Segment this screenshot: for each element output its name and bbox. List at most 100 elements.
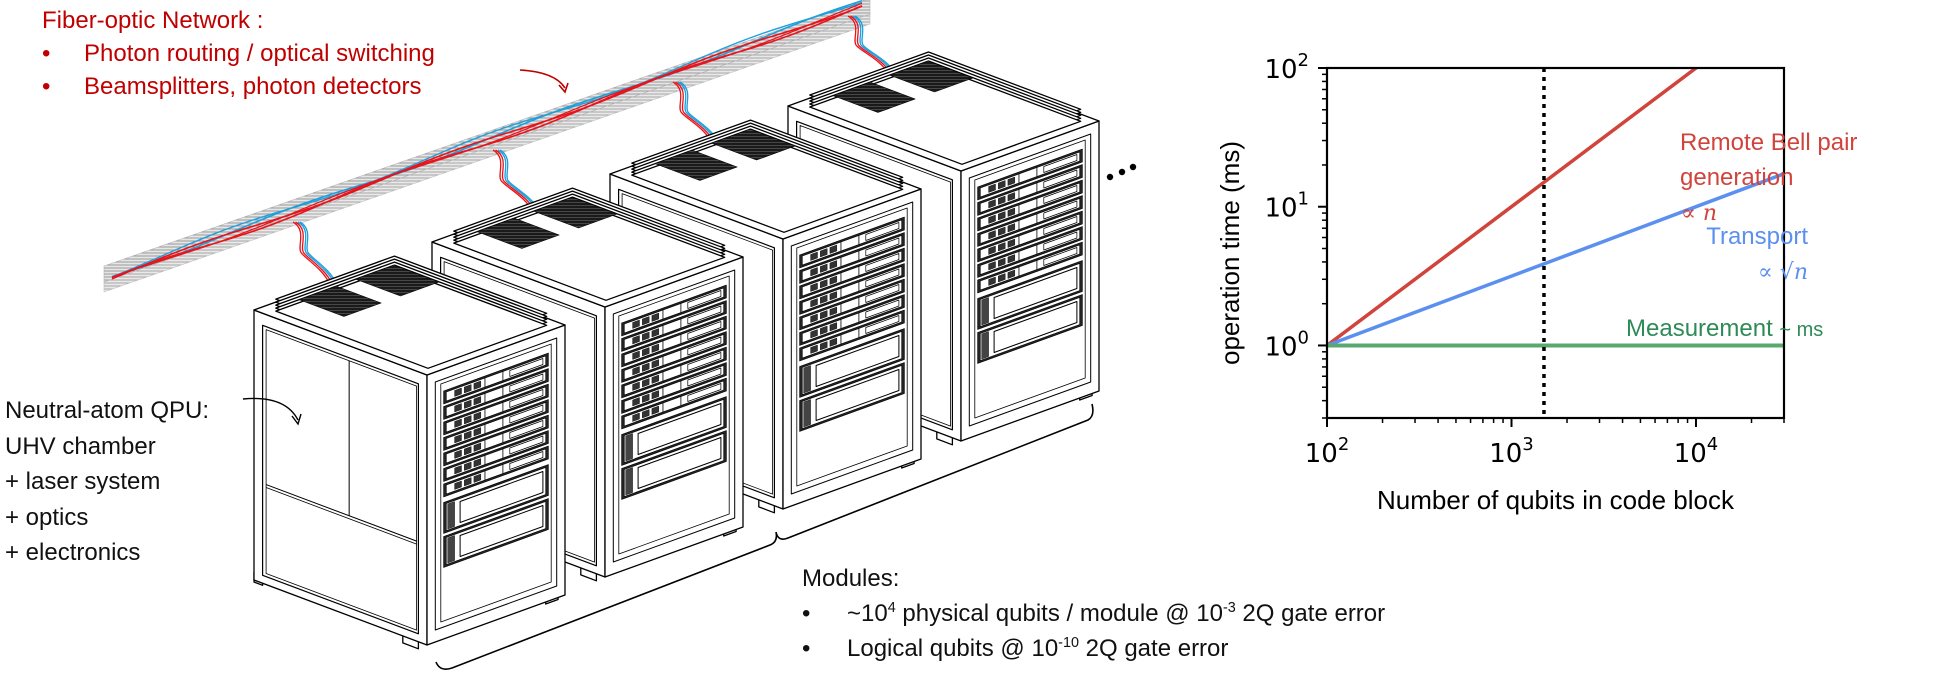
fiber-strand	[675, 81, 715, 143]
drive-bay	[820, 310, 828, 320]
drive-bay	[473, 442, 481, 452]
bullet-dot: •	[802, 635, 811, 662]
continuation-dot	[1118, 168, 1126, 176]
drive-bay	[998, 242, 1006, 252]
drive-bay	[829, 337, 837, 347]
unit-label-window	[865, 253, 900, 272]
modules-title: Modules:	[802, 565, 900, 592]
rack-front-inner	[618, 275, 730, 555]
unit-label-window	[509, 373, 544, 393]
unit-label-window	[687, 321, 722, 340]
drive-bay	[829, 260, 837, 270]
drive-bay	[632, 381, 640, 391]
bullet-dot: •	[42, 73, 51, 100]
rack-front-frame	[968, 133, 1092, 427]
fiber-strand	[672, 81, 712, 143]
drive-bay	[632, 366, 640, 376]
drive-bay	[1007, 176, 1015, 186]
drawer-vent-strip	[447, 501, 455, 530]
fiber-strand	[295, 221, 333, 284]
fiber-bullet-text: Beamsplitters, photon detectors	[84, 73, 422, 100]
drive-bay	[642, 331, 650, 341]
drive-bay	[454, 480, 462, 490]
drawer-vent-strip	[803, 365, 811, 394]
rack-top-vent	[654, 149, 738, 181]
drive-bay	[829, 275, 837, 285]
fiber-strand	[497, 149, 538, 212]
drawer-window	[815, 335, 900, 387]
annotation-transport-label: Transport	[1706, 223, 1808, 250]
rack-top-vent	[298, 285, 382, 317]
continuation-dot	[1129, 163, 1137, 171]
fiber-strand	[111, 5, 863, 280]
drive-bay	[1007, 223, 1015, 233]
qpu-note-arrowhead	[291, 413, 302, 426]
drive-bay	[473, 473, 481, 483]
drive-bay	[988, 276, 996, 286]
drive-bay	[998, 257, 1006, 267]
unit-label-window	[687, 305, 722, 325]
series-line-transport	[1327, 172, 1784, 348]
drive-bay	[988, 230, 996, 240]
drive-bay	[1007, 192, 1015, 202]
unit-label-window	[509, 451, 544, 470]
fiber-bullet-text: Photon routing / optical switching	[84, 40, 435, 67]
fiber-strand	[492, 149, 533, 212]
rack-top-vent	[832, 81, 916, 113]
bullet-dot: •	[802, 600, 811, 627]
drive-bay	[988, 245, 996, 255]
drive-bay	[651, 390, 659, 400]
modules-bullet: • Logical qubits @ 10-10 2Q gate error	[802, 635, 1385, 662]
drive-bay	[454, 465, 462, 475]
x-tick-label: 102	[1305, 434, 1350, 469]
fiber-strand	[111, 2, 863, 278]
fiber-strand	[495, 149, 536, 212]
unit-label-window	[865, 315, 900, 334]
drive-bay	[810, 298, 818, 308]
fiber-strand	[499, 149, 540, 212]
drive-bay	[464, 446, 472, 456]
unit-label-window	[509, 389, 544, 408]
fiber-strand	[111, 1, 863, 278]
unit-label-window	[687, 290, 722, 309]
rack-top-vent	[533, 196, 618, 229]
rack-front-frame	[434, 337, 558, 631]
drive-bay	[988, 214, 996, 224]
y-tick-label: 101	[1264, 189, 1309, 224]
qpu-line: + optics	[5, 503, 89, 531]
modules-brace	[435, 403, 1094, 670]
drive-bay	[810, 251, 818, 261]
drive-bay	[632, 319, 640, 329]
drawer-window	[993, 301, 1078, 353]
unit-label-window	[1043, 247, 1078, 266]
drive-bay	[632, 397, 640, 407]
rack-front-inner	[974, 139, 1086, 419]
fiber-note-arrowhead	[558, 82, 569, 94]
fiber-note-arrow	[519, 69, 566, 89]
drive-bay	[810, 329, 818, 339]
drive-bay	[651, 343, 659, 353]
annotation-bell-pair-scaling: ∝ n	[1681, 201, 1717, 226]
drawer-window	[459, 505, 544, 557]
drive-bay	[473, 396, 481, 406]
fiber-strand	[854, 15, 896, 75]
y-axis-label: operation time (ms)	[1215, 141, 1245, 365]
fiber-bullet: • Photon routing / optical switching	[42, 42, 435, 66]
unit-label-window	[865, 299, 900, 319]
drive-bay	[1007, 238, 1015, 248]
drive-bay	[820, 294, 828, 304]
unit-label-window	[1043, 185, 1078, 204]
qpu-line: + electronics	[5, 539, 141, 566]
qpu-panel-divider	[265, 484, 417, 542]
drive-bay	[464, 399, 472, 409]
continuation-dot	[1106, 173, 1114, 181]
drawer-vent-strip	[981, 297, 989, 326]
rack-top-vent	[476, 217, 560, 249]
series-line-remote-bell-pair-generation	[1327, 68, 1699, 347]
drive-bay	[464, 461, 472, 471]
module-racks	[253, 51, 1100, 650]
fiber-strand	[292, 221, 330, 284]
fiber-bullet: • Beamsplitters, photon detectors	[42, 75, 435, 99]
drive-bay	[642, 378, 650, 388]
